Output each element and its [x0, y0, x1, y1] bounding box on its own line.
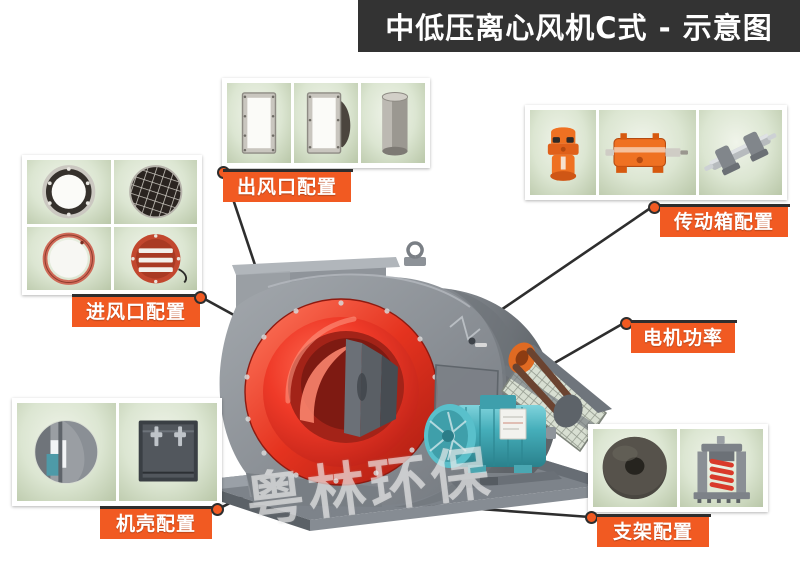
thumb-coupling-orange[interactable]	[530, 110, 597, 195]
inlet-cone	[244, 298, 438, 486]
callout-label-support: 支架配置	[612, 520, 693, 543]
page-title: 中低压离心风机C式 - 示意图	[385, 11, 773, 45]
callout-label-transmission: 传动箱配置	[673, 210, 774, 233]
thumb-rubber-damper-pad[interactable]	[593, 429, 677, 507]
motor-slide-rails	[450, 471, 562, 489]
electric-motor	[424, 395, 556, 480]
thumb-inlet-cone-ring[interactable]	[27, 226, 111, 290]
thumb-mesh-screen-guard[interactable]	[113, 160, 197, 224]
panel-casing-thumbnails[interactable]	[12, 398, 222, 506]
callout-dot-casing	[211, 503, 224, 516]
lifting-eye	[404, 241, 426, 266]
callout-chip-inlet[interactable]: 进风口配置	[72, 294, 202, 327]
thumb-rect-flange-outlet[interactable]	[227, 83, 291, 163]
thumb-rect-flange-angled[interactable]	[294, 83, 358, 163]
callout-dot-inlet	[194, 291, 207, 304]
callout-chip-outlet[interactable]: 出风口配置	[223, 169, 353, 202]
callout-label-casing: 机壳配置	[115, 512, 196, 535]
callout-chip-support[interactable]: 支架配置	[597, 514, 711, 547]
callout-label-motor: 电机功率	[642, 326, 723, 349]
thumb-spring-isolator-mount[interactable]	[679, 429, 763, 507]
thumb-access-door-panel[interactable]	[118, 403, 217, 501]
impeller	[344, 339, 398, 437]
thumb-gearbox-orange[interactable]	[599, 110, 696, 195]
connector-line-transmission	[496, 205, 654, 314]
callout-label-outlet: 出风口配置	[236, 175, 337, 198]
callout-chip-transmission[interactable]: 传动箱配置	[660, 204, 790, 237]
centrifugal-fan-illustration	[192, 241, 620, 531]
thumb-damper-louver[interactable]	[113, 226, 197, 290]
thumb-cylinder-duct[interactable]	[361, 83, 425, 163]
callout-chip-casing[interactable]: 机壳配置	[100, 506, 214, 539]
panel-inlet-thumbnails[interactable]	[22, 155, 202, 295]
callout-label-inlet: 进风口配置	[85, 300, 186, 323]
title-bar: 中低压离心风机C式 - 示意图	[358, 0, 800, 52]
thumb-casing-closeup[interactable]	[17, 403, 116, 501]
thumb-inlet-ring-bearing[interactable]	[27, 160, 111, 224]
v-belt-drive	[508, 342, 583, 428]
thumb-shaft-assembly-gray[interactable]	[698, 110, 782, 195]
panel-outlet-thumbnails[interactable]	[222, 78, 430, 168]
panel-transmission-thumbnails[interactable]	[525, 105, 787, 200]
callout-chip-motor[interactable]: 电机功率	[631, 320, 737, 353]
panel-support-thumbnails[interactable]	[588, 424, 768, 512]
